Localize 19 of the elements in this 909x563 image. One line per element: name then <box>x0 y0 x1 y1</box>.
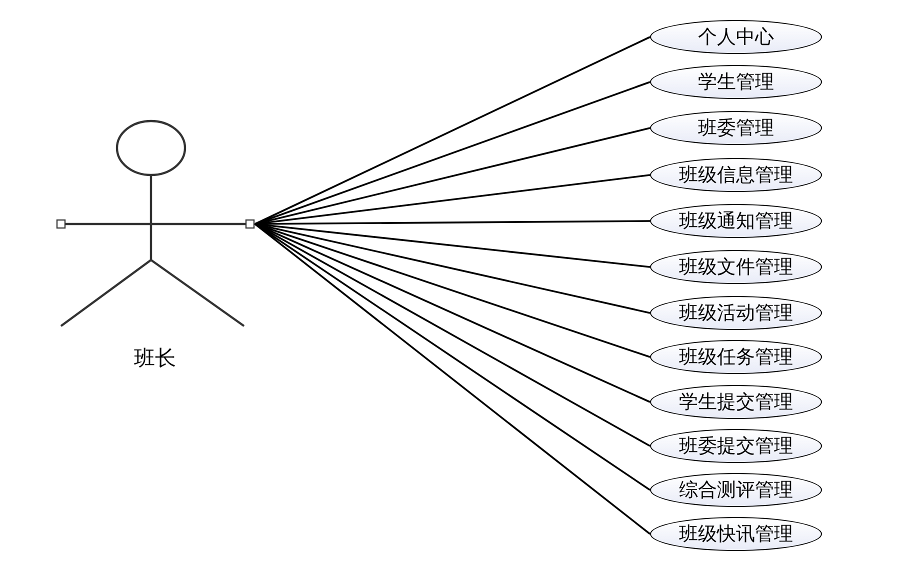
association-line <box>254 36 650 225</box>
association-line <box>254 223 650 403</box>
association-line <box>254 223 650 447</box>
use-case-label: 个人中心 <box>698 26 774 50</box>
use-case-label: 班委提交管理 <box>679 435 793 459</box>
association-line <box>254 127 650 225</box>
use-case-label: 学生提交管理 <box>679 391 793 415</box>
use-case-label: 班委管理 <box>698 117 774 141</box>
actor-name: 班长 <box>133 345 177 372</box>
use-case-label: 班级快讯管理 <box>679 523 793 547</box>
use-case-label: 班级任务管理 <box>679 346 793 370</box>
use-case-label: 班级活动管理 <box>679 302 793 326</box>
use-case-label: 班级文件管理 <box>679 256 793 280</box>
use-case-label: 班级通知管理 <box>679 210 793 234</box>
association-line <box>254 81 650 225</box>
use-case-label: 班级信息管理 <box>679 164 793 188</box>
use-case-label: 综合测评管理 <box>679 479 793 503</box>
association-line <box>254 174 650 225</box>
use-case-label: 学生管理 <box>698 71 774 95</box>
